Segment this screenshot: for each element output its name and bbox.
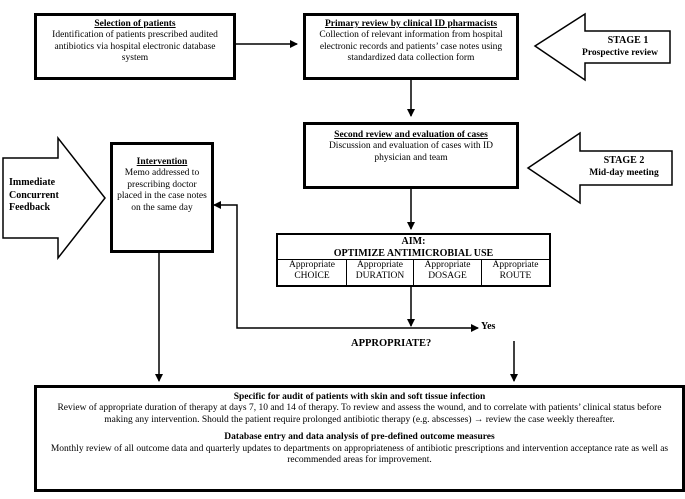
selection-title: Selection of patients (94, 19, 176, 29)
stage1-label: STAGE 1 (607, 35, 649, 46)
aim-cell-route: Appropriate ROUTE (481, 260, 549, 285)
feedback-arrow-shape (2, 135, 106, 261)
aim-cell-duration-line1: Appropriate (357, 260, 403, 270)
stage1-arrow-shape (533, 12, 671, 82)
aim-cell-choice-line2: CHOICE (294, 270, 330, 281)
second-text: Discussion and evaluation of cases with … (328, 141, 494, 163)
aim-cell-route-line1: Appropriate (492, 260, 539, 270)
aim-cell-dosage-line2: DOSAGE (428, 270, 467, 281)
bottom-heading-1: Specific for audit of patients with skin… (233, 392, 486, 402)
intervention-box: Intervention Memo addressed to prescribi… (110, 142, 214, 253)
aim-cell-choice-line1: Appropriate (289, 260, 335, 270)
aim-title: AIM: (401, 236, 426, 247)
intervention-text: Memo addressed to prescribing doctor pla… (117, 168, 207, 213)
primary-review-box: Primary review by clinical ID pharmacist… (303, 13, 519, 80)
stage2-label-group: STAGE 2 Mid-day meeting (578, 155, 670, 179)
outcome-box: Specific for audit of patients with skin… (34, 385, 685, 492)
stage2-sub: Mid-day meeting (589, 167, 659, 178)
bottom-text-2: Monthly review of all outcome data and q… (50, 443, 669, 465)
intervention-title: Intervention (136, 157, 188, 167)
yes-label: Yes (481, 321, 496, 332)
stage2-label: STAGE 2 (603, 155, 645, 166)
aim-cell-dosage: Appropriate DOSAGE (413, 260, 481, 285)
bottom-text-1: Review of appropriate duration of therap… (57, 403, 662, 425)
feedback-label: Immediate Concurrent Feedback (9, 177, 59, 213)
aim-subtitle: OPTIMIZE ANTIMICROBIAL USE (333, 247, 494, 259)
aim-cell-choice: Appropriate CHOICE (278, 260, 346, 285)
stage1-sub: Prospective review (582, 47, 658, 58)
second-title: Second review and evaluation of cases (334, 130, 488, 140)
second-review-box: Second review and evaluation of cases Di… (303, 122, 519, 189)
selection-box: Selection of patients Identification of … (34, 13, 236, 80)
primary-title: Primary review by clinical ID pharmacist… (324, 19, 498, 29)
aim-cell-route-line2: ROUTE (499, 270, 532, 281)
aim-cell-duration: Appropriate DURATION (346, 260, 413, 285)
selection-text: Identification of patients prescribed au… (52, 30, 218, 64)
appropriate-question: APPROPRIATE? (351, 338, 432, 349)
aim-cell-dosage-line1: Appropriate (424, 260, 471, 270)
stage1-label-group: STAGE 1 Prospective review (582, 35, 668, 59)
primary-text: Collection of relevant information from … (319, 30, 503, 64)
aim-box: AIM: OPTIMIZE ANTIMICROBIAL USE Appropri… (276, 233, 551, 287)
aim-cell-duration-line2: DURATION (355, 270, 405, 281)
arrow-decision-to-intervention (213, 201, 411, 329)
aim-divider (278, 259, 549, 260)
stage2-arrow-shape (526, 131, 673, 205)
bottom-heading-2: Database entry and data analysis of pre-… (224, 432, 495, 443)
